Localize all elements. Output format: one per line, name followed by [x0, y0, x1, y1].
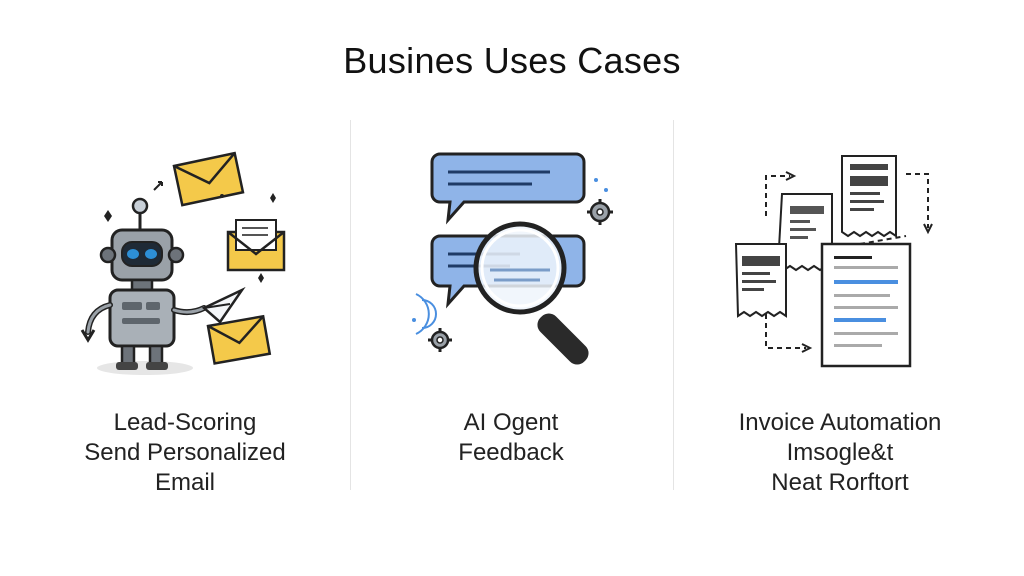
caption-line: Imsogle&t — [786, 439, 894, 466]
robot-sending-emails-icon — [80, 151, 286, 375]
chat-bubbles-magnifier-icon — [412, 152, 613, 365]
caption-line: Invoice Automation — [738, 409, 942, 436]
divider-2 — [673, 120, 674, 490]
caption-line: Send Personalized — [84, 439, 286, 466]
caption-lead-scoring: Lead-Scoring Send Personalized Email — [35, 408, 335, 498]
caption-ai-agent-feedback: AI Ogent Feedback — [361, 408, 661, 468]
page-title: Busines Uses Cases — [343, 40, 681, 81]
caption-line: Neat Rorftort — [771, 469, 909, 496]
invoice-documents-flow-icon — [734, 155, 933, 368]
caption-line: AI Ogent — [463, 409, 559, 436]
caption-invoice-automation: Invoice Automation Imsogle&t Neat Rorfto… — [690, 408, 990, 498]
caption-line: Lead-Scoring — [113, 409, 257, 436]
caption-line: Feedback — [458, 439, 564, 466]
divider-1 — [350, 120, 351, 490]
caption-line: Email — [154, 469, 215, 496]
